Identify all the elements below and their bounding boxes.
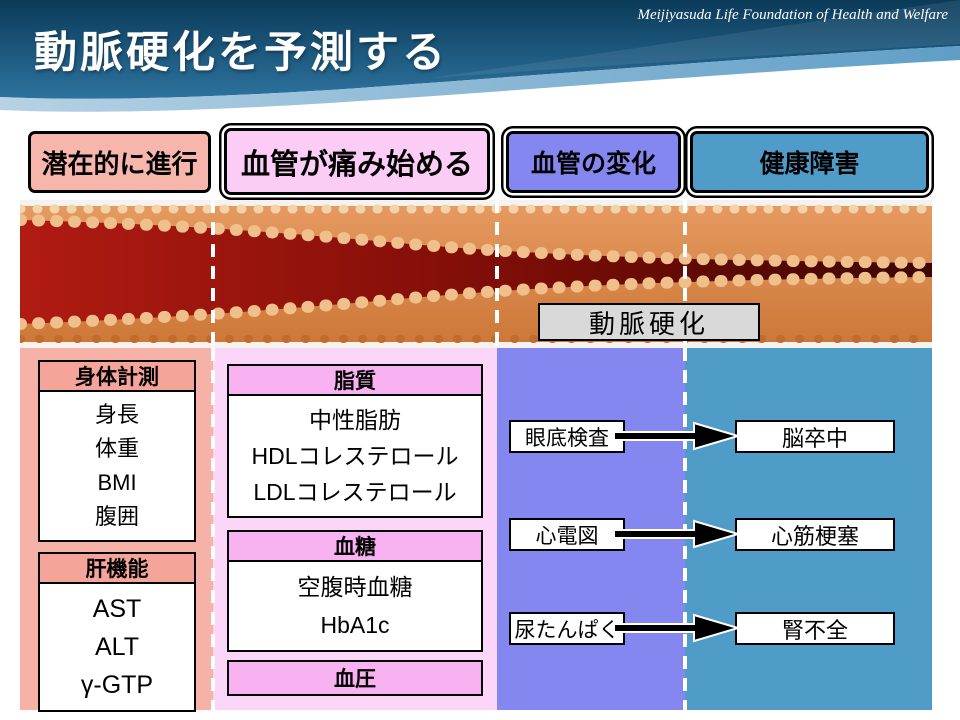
stage-label-health-disorder: 健康障害: [690, 131, 929, 193]
test-fundus-exam: 眼底検査: [509, 420, 625, 453]
measure-item: 体重: [94, 436, 139, 461]
measure-item: BMI: [97, 470, 137, 495]
column-divider-1: [211, 348, 215, 710]
page-title: 動脈硬化を予測する: [34, 29, 448, 77]
detail-columns: 身体計測 身長 体重 BMI 腹囲 肝機能 AST ALT γ-GTP 脂質: [20, 348, 932, 712]
stage-label-latent: 潜在的に進行: [28, 131, 211, 193]
outcome-renal-failure: 腎不全: [735, 612, 895, 645]
panel-lipid: 脂質 中性脂肪 HDLコレステロール LDLコレステロール: [227, 364, 483, 518]
arrow-right-icon: [614, 613, 742, 643]
outcome-myocardial-infarction: 心筋梗塞: [735, 518, 895, 551]
liver-item: AST: [92, 595, 142, 623]
stage-label-vessel-change: 血管の変化: [506, 131, 681, 193]
measure-item: 腹囲: [94, 504, 139, 529]
panel-title: 血糖: [227, 530, 483, 562]
column-health-disorder: 脳卒中 心筋梗塞 腎不全: [685, 348, 932, 710]
column-vessel-damage: 脂質 中性脂肪 HDLコレステロール LDLコレステロール 血糖 空腹時血糖 H…: [213, 348, 497, 710]
panel-title: 脂質: [227, 364, 483, 396]
brand-text: Meijiyasuda Life Foundation of Health an…: [637, 7, 948, 23]
panel-blood-pressure: 血圧: [227, 660, 483, 696]
liver-item: ALT: [95, 633, 139, 661]
stage-label-vessel-damage: 血管が痛み始める: [224, 128, 490, 195]
measure-item: 身長: [94, 402, 139, 427]
arrow-right-icon: [614, 421, 742, 451]
vessel-illustration: [20, 204, 932, 343]
column-vessel-change: 眼底検査 心電図 尿たんぱく: [497, 348, 685, 710]
arteriosclerosis-label: 動脈硬化: [538, 303, 760, 341]
vessel-band: 動脈硬化: [20, 200, 932, 348]
lipid-item: HDLコレステロール: [251, 443, 459, 469]
panel-body-measurement: 身体計測 身長 体重 BMI 腹囲: [38, 360, 196, 542]
test-urine-protein: 尿たんぱく: [509, 612, 625, 645]
glucose-item: 空腹時血糖: [297, 574, 413, 600]
stage-divider-3: [683, 200, 687, 348]
test-ecg: 心電図: [509, 518, 625, 551]
liver-item: γ-GTP: [80, 671, 154, 699]
glucose-item: HbA1c: [320, 612, 390, 638]
panel-title: 血圧: [227, 660, 483, 696]
outcome-stroke: 脳卒中: [735, 420, 895, 453]
arrow-right-icon: [614, 519, 742, 549]
column-latent: 身体計測 身長 体重 BMI 腹囲 肝機能 AST ALT γ-GTP: [20, 348, 213, 712]
header-wave-graphic: [0, 0, 960, 112]
panel-blood-glucose: 血糖 空腹時血糖 HbA1c: [227, 530, 483, 652]
lipid-item: LDLコレステロール: [253, 479, 457, 505]
panel-liver-function: 肝機能 AST ALT γ-GTP: [38, 552, 196, 712]
lipid-item: 中性脂肪: [309, 407, 401, 433]
stage-divider-1: [211, 200, 215, 348]
panel-title: 身体計測: [38, 360, 196, 392]
stage-divider-2: [495, 200, 499, 348]
panel-title: 肝機能: [38, 552, 196, 584]
